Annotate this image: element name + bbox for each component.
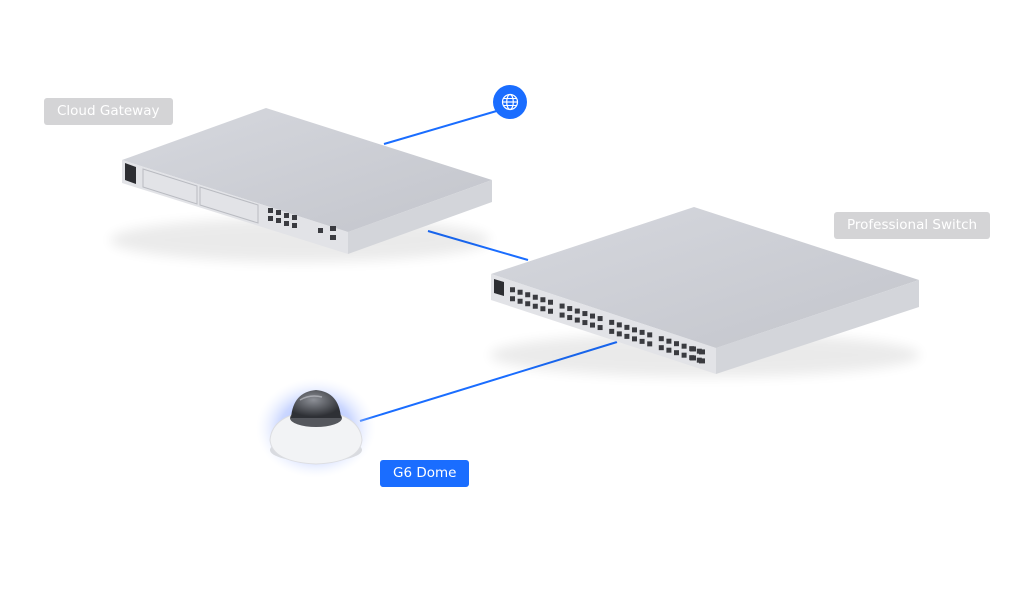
switch-port bbox=[590, 322, 595, 328]
switch-port bbox=[540, 297, 546, 303]
switch-ports bbox=[510, 287, 705, 364]
g6-dome-label[interactable]: G6 Dome bbox=[380, 460, 470, 487]
professional-switch-device[interactable] bbox=[490, 207, 920, 377]
switch-port bbox=[559, 312, 565, 318]
internet-node[interactable] bbox=[493, 85, 527, 119]
switch-port bbox=[632, 336, 637, 342]
switch-port bbox=[658, 345, 664, 351]
switch-port bbox=[517, 298, 523, 304]
switch-port bbox=[609, 328, 615, 334]
switch-port bbox=[574, 308, 580, 314]
switch-port bbox=[647, 332, 653, 338]
switch-port bbox=[574, 317, 580, 323]
switch-port bbox=[525, 292, 531, 298]
switch-port bbox=[559, 303, 565, 309]
gateway-ports bbox=[268, 208, 336, 240]
switch-port bbox=[532, 294, 538, 300]
switch-port bbox=[647, 341, 653, 347]
switch-port bbox=[548, 308, 553, 314]
switch-port bbox=[540, 306, 546, 312]
globe-icon bbox=[501, 93, 519, 111]
switch-port bbox=[597, 325, 603, 331]
switch-port bbox=[681, 343, 687, 349]
professional-switch-label[interactable]: Professional Switch bbox=[834, 212, 991, 239]
switch-port bbox=[666, 338, 672, 344]
switch-port bbox=[658, 336, 664, 342]
switch-port bbox=[510, 296, 515, 302]
g6-dome-camera[interactable] bbox=[256, 378, 376, 478]
switch-port bbox=[616, 331, 622, 337]
switch-port bbox=[525, 301, 531, 307]
switch-port bbox=[616, 322, 622, 328]
switch-port bbox=[674, 350, 679, 356]
switch-port bbox=[517, 289, 523, 295]
switch-port bbox=[532, 303, 538, 309]
sfp-port bbox=[690, 346, 696, 352]
sfp-port bbox=[690, 355, 696, 361]
switch-port bbox=[624, 324, 630, 330]
switch-port bbox=[510, 287, 515, 293]
switch-port bbox=[632, 327, 637, 333]
switch-port bbox=[582, 311, 588, 317]
sfp-port bbox=[699, 358, 705, 364]
switch-port bbox=[674, 341, 679, 347]
switch-port bbox=[567, 315, 573, 321]
switch-port bbox=[681, 352, 687, 358]
link-gateway-internet bbox=[383, 109, 501, 145]
cloud-gateway-label[interactable]: Cloud Gateway bbox=[44, 98, 173, 125]
switch-port bbox=[582, 320, 588, 326]
switch-port bbox=[548, 299, 553, 305]
switch-port bbox=[567, 306, 573, 312]
switch-port bbox=[590, 313, 595, 319]
switch-port bbox=[597, 316, 603, 322]
sfp-port bbox=[699, 349, 705, 355]
switch-port bbox=[639, 338, 645, 344]
cloud-gateway-device[interactable] bbox=[110, 108, 492, 262]
switch-port bbox=[624, 333, 630, 339]
switch-port bbox=[609, 319, 615, 325]
switch-port bbox=[639, 329, 645, 335]
switch-port bbox=[666, 347, 672, 353]
